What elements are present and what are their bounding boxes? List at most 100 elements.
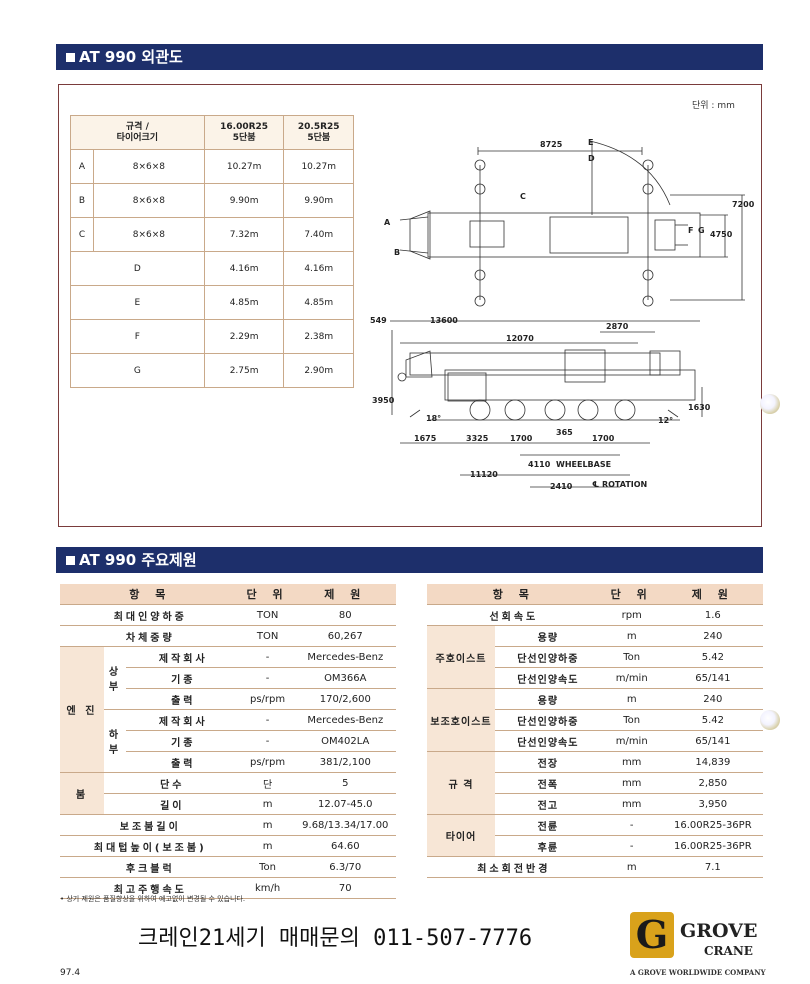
dim-header-tire1: 16.00R25 5단붐	[203, 115, 285, 150]
spec-value: 5.42	[662, 646, 763, 668]
spec-unit: Ton	[600, 709, 663, 731]
spec-subitem: 제작회사	[126, 709, 241, 731]
spec-unit: mm	[600, 751, 663, 773]
dim-value-2: 4.85m	[283, 285, 354, 320]
spec-value: 3,950	[662, 793, 763, 815]
spec-subitem: 전장	[495, 751, 601, 773]
spec-unit: TON	[240, 625, 295, 647]
decorative-dot	[760, 710, 780, 730]
spec-unit: -	[600, 814, 663, 836]
spec-subitem: 기종	[126, 667, 241, 689]
footnote: • 상기 제원은 품질향상을 위하여 예고없이 변경될 수 있습니다.	[60, 895, 246, 903]
dim-2410: 2410	[550, 482, 573, 491]
spec-value: 16.00R25-36PR	[662, 814, 763, 836]
decorative-dot	[760, 394, 780, 414]
spec-value: 240	[662, 688, 763, 710]
contact-ad: 크레인21세기 매매문의 011-507-7776	[138, 926, 533, 951]
dim-1700-b: 1700	[592, 434, 615, 443]
section-title: AT 990 주요제원	[79, 551, 197, 569]
spec-value: 80	[294, 604, 396, 626]
spec-group: 규 격	[427, 751, 495, 815]
spec-subitem: 단선인양속도	[495, 730, 601, 752]
page-number: 97.4	[60, 968, 81, 978]
spec-header-item: 항 목	[427, 584, 601, 605]
spec-row: 기종-OM366A	[60, 667, 396, 689]
section-header-specs: AT 990 주요제원	[56, 547, 763, 573]
angle-12: 12°	[658, 416, 673, 425]
spec-header-value: 제 원	[294, 584, 396, 605]
spec-subitem: 출력	[126, 751, 241, 773]
spec-subitem: 용량	[495, 625, 601, 647]
dim-value-1: 2.75m	[203, 353, 285, 388]
spec-group: 타이어	[427, 814, 495, 857]
spec-unit: Ton	[240, 856, 295, 878]
spec-unit: km/h	[240, 877, 295, 899]
dim-549: 549	[370, 316, 387, 325]
logo-tagline: A GROVE WORLDWIDE COMPANY	[630, 968, 766, 977]
spec-unit: m	[600, 625, 663, 647]
bullet-square-icon	[66, 556, 75, 565]
spec-header-unit: 단 위	[600, 584, 663, 605]
spec-unit: ps/rpm	[240, 688, 295, 710]
spec-unit: m/min	[600, 667, 663, 689]
dim-value-1: 9.90m	[203, 183, 285, 218]
dim-header-tire2: 20.5R25 5단붐	[283, 115, 354, 150]
spec-subitem: 단선인양속도	[495, 667, 601, 689]
spec-item: 최소회전반경	[427, 856, 601, 878]
spec-value: 14,839	[662, 751, 763, 773]
dim-11120: 11120	[470, 470, 498, 479]
spec-value: 2,850	[662, 772, 763, 794]
dim-value-2: 9.90m	[283, 183, 354, 218]
dim-value-1: 4.85m	[203, 285, 285, 320]
spec-subitem: 전고	[495, 793, 601, 815]
label-a: A	[384, 218, 391, 227]
spec-value: 5	[294, 772, 396, 794]
spec-subitem: 전륜	[495, 814, 601, 836]
dim-4110: 4110	[528, 460, 551, 469]
spec-unit: -	[240, 709, 295, 731]
bullet-square-icon	[66, 53, 75, 62]
spec-item: 최대인양하중	[60, 604, 241, 626]
spec-value: 65/141	[662, 667, 763, 689]
dim-value-2: 10.27m	[283, 149, 354, 184]
spec-value: 5.42	[662, 709, 763, 731]
dim-key: A	[70, 149, 94, 184]
dim-13600: 13600	[430, 316, 458, 325]
section-header-exterior: AT 990 외관도	[56, 44, 763, 70]
spec-subitem: 기종	[126, 730, 241, 752]
spec-header-item: 항 목	[60, 584, 241, 605]
spec-item: 후크블럭	[60, 856, 241, 878]
dim-value-2: 2.38m	[283, 319, 354, 354]
spec-value: OM402LA	[294, 730, 396, 752]
spec-subitem: 단수	[104, 772, 241, 794]
spec-subitem: 제작회사	[126, 646, 241, 668]
dim-12070: 12070	[506, 334, 534, 343]
section-title: AT 990 외관도	[79, 48, 183, 66]
dim-key: C	[70, 217, 94, 252]
spec-unit: -	[600, 835, 663, 857]
spec-subgroup: 상부	[104, 646, 126, 710]
dim-config: 8×6×8	[93, 149, 205, 184]
spec-value: 381/2,100	[294, 751, 396, 773]
spec-unit: mm	[600, 793, 663, 815]
spec-header-value: 제 원	[662, 584, 763, 605]
spec-subitem: 단선인양하중	[495, 646, 601, 668]
dim-3325: 3325	[466, 434, 489, 443]
unit-label: 단위 : mm	[692, 101, 735, 111]
